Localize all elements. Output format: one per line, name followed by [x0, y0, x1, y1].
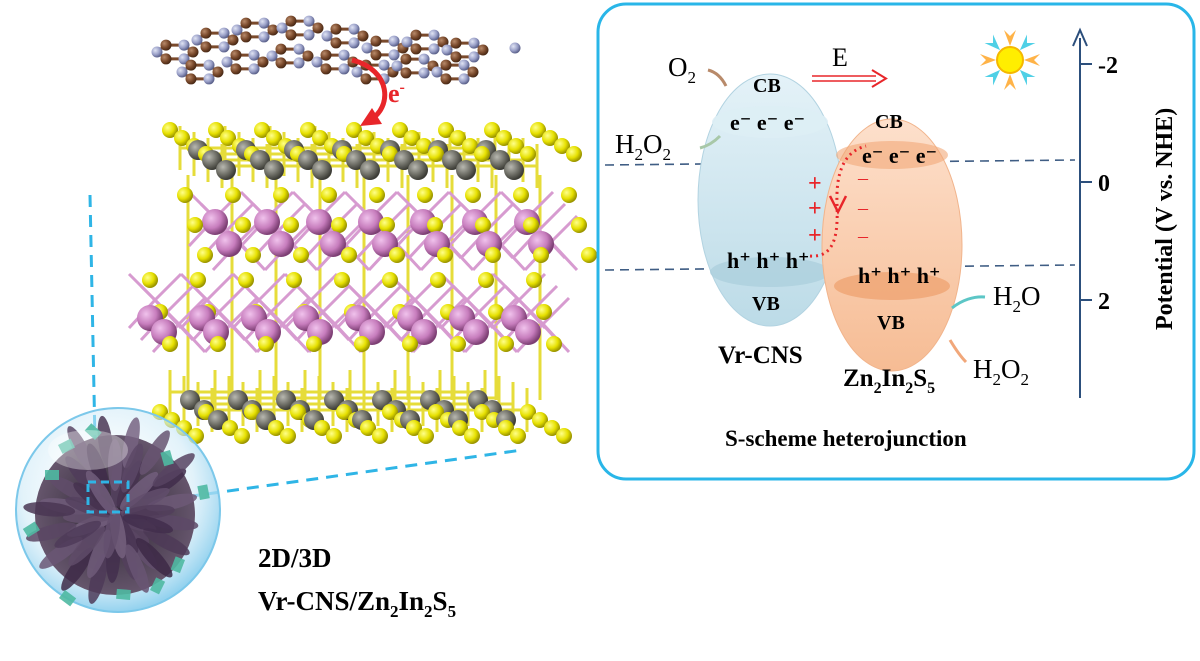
right-holes: h⁺ h⁺ h⁺: [858, 263, 941, 288]
axis-label: Potential (V vs. NHE): [1152, 108, 1178, 330]
left-holes: h⁺ h⁺ h⁺: [727, 248, 810, 273]
left-cb-label: CB: [753, 75, 781, 97]
zoom-square: [86, 480, 130, 514]
h2o2-right-pointer: [948, 339, 968, 364]
crystal-structure: [127, 15, 597, 444]
plus-sign: +: [808, 223, 822, 249]
particle-label-line2: Vr-CNS/Zn2In2S5: [258, 586, 456, 621]
h2o2-right-label: H2O2: [973, 354, 1029, 389]
h2o-pointer: [951, 295, 986, 310]
potential-axis: -2 0 2: [1072, 27, 1118, 398]
plus-sign: +: [808, 171, 822, 197]
recombination-arrowhead: [828, 195, 848, 215]
axis-tick-label: -2: [1098, 53, 1118, 79]
axis-tick-label: 2: [1098, 289, 1110, 315]
left-vb-label: VB: [752, 293, 780, 315]
o2-label: O2: [668, 52, 696, 87]
sun-icon: [980, 30, 1040, 90]
minus-sign: –: [857, 225, 869, 247]
left-band-name: Vr-CNS: [718, 342, 803, 369]
h2o2-left-pointer: [699, 134, 722, 150]
axis-tick-label: 0: [1098, 171, 1110, 197]
recombination-path: [809, 144, 867, 258]
field-arrow: [812, 69, 888, 88]
right-electrons: e⁻ e⁻ e⁻: [862, 143, 937, 168]
electron-label: e-: [388, 79, 405, 108]
left-band-vr-cns: [697, 73, 843, 327]
minus-sign: –: [857, 197, 869, 219]
plus-sign: +: [808, 196, 822, 222]
left-electrons: e⁻ e⁻ e⁻: [730, 110, 805, 135]
dashed-level-cb: [604, 159, 1076, 166]
o2-pointer: [707, 68, 728, 87]
scheme-title: S-scheme heterojunction: [725, 426, 967, 451]
h2o-label: H2O: [993, 281, 1041, 316]
plus-signs: + + +: [808, 171, 822, 249]
field-label: E: [832, 43, 848, 72]
particle-label-line1: 2D/3D: [258, 543, 332, 573]
electron-transfer-arrow: [351, 57, 388, 126]
flower-particle: [15, 407, 221, 613]
right-band-name: Zn2In2S5: [843, 365, 935, 397]
right-band-zn2in2s5: [821, 118, 963, 372]
right-vb-label: VB: [877, 312, 905, 334]
h2o2-left-label: H2O2: [615, 129, 671, 164]
dashed-level-vb: [604, 264, 1076, 271]
minus-signs: – – –: [857, 167, 869, 247]
right-cb-label: CB: [875, 111, 903, 133]
minus-sign: –: [857, 167, 869, 189]
